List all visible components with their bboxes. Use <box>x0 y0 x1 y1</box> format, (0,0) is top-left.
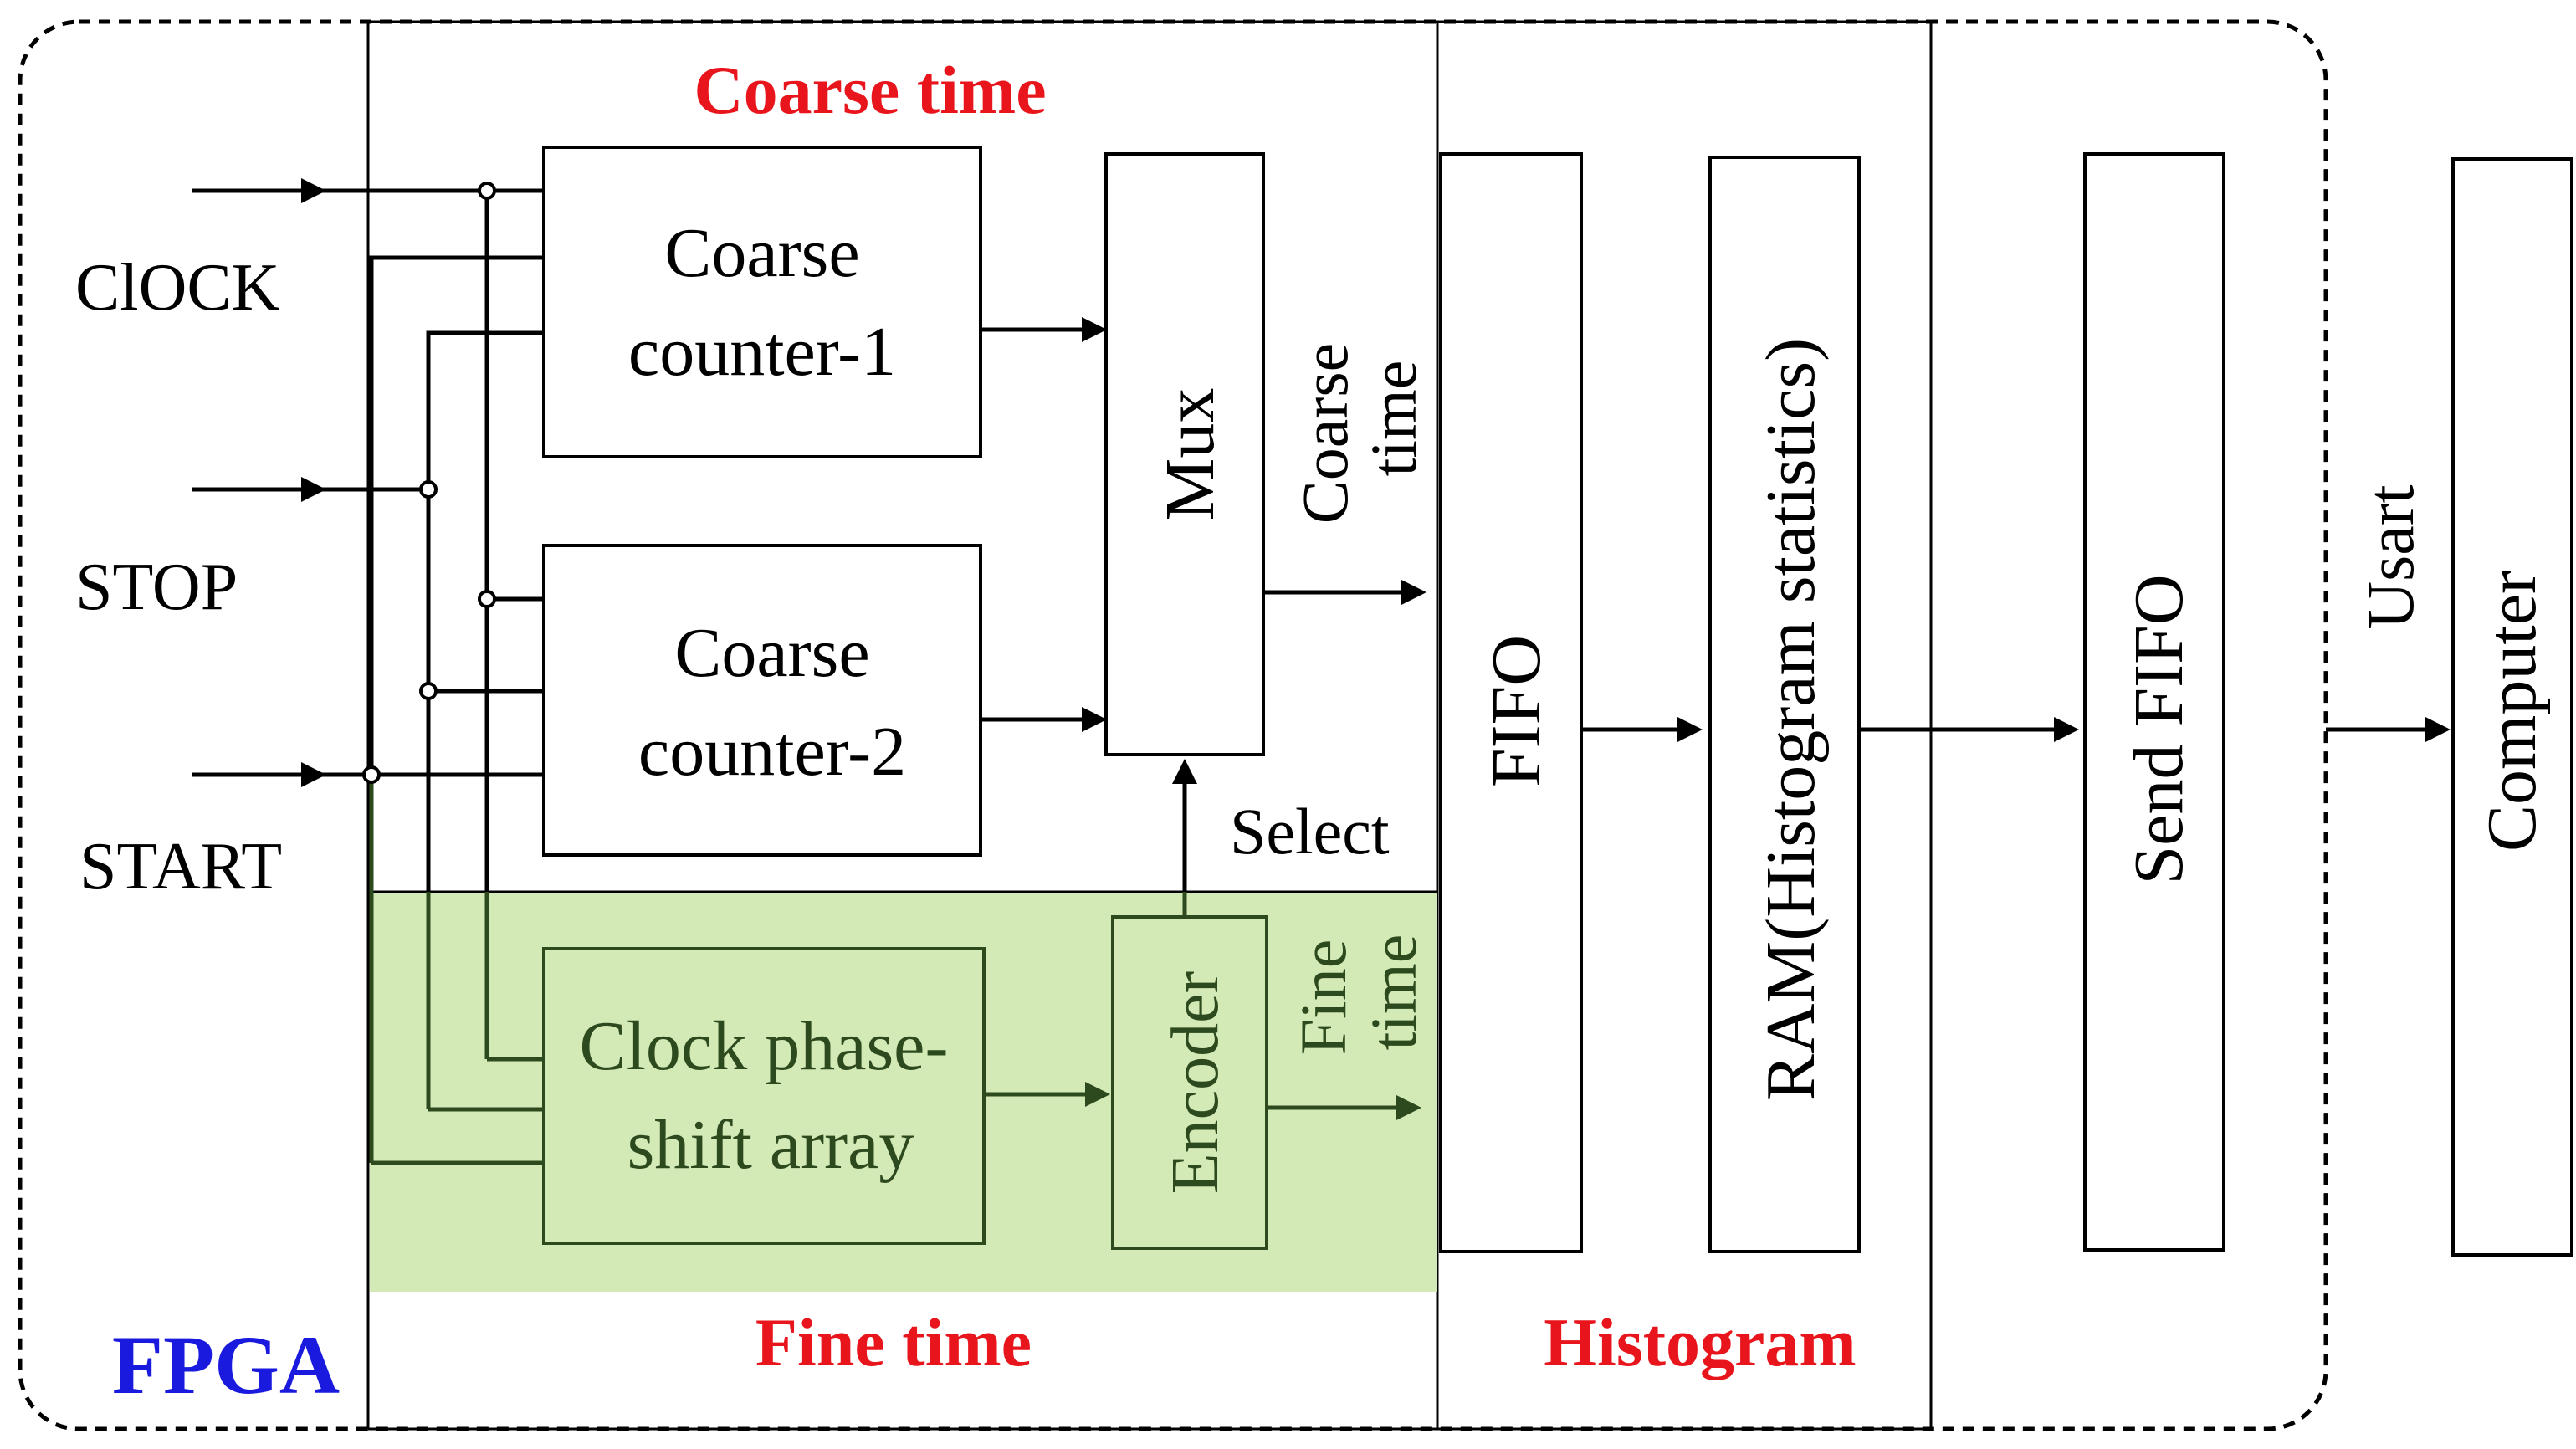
stop-distribution-wire <box>426 330 544 892</box>
send-fifo-block <box>2083 152 2225 1252</box>
coarse-counter-1-label-line1: Coarse <box>664 214 859 292</box>
coarse-counter-2-block <box>542 544 982 857</box>
mux-block <box>1104 152 1265 756</box>
coarse-time-signal-line2: time <box>1357 361 1430 477</box>
coarse-time-signal-line1: Coarse <box>1288 343 1361 525</box>
computer-block <box>2451 157 2573 1257</box>
coarse-counter-2-label-line2: counter-2 <box>638 713 906 791</box>
junction-stop <box>419 480 438 499</box>
computer-label: Computer <box>2473 571 2551 852</box>
phase-shift-label-line2: shift array <box>627 1106 914 1184</box>
encoder-block <box>1111 915 1268 1250</box>
clock-input-label: ClOCK <box>75 251 280 325</box>
fine-time-signal-line1: Fine <box>1287 940 1360 1056</box>
fifo-block <box>1439 152 1583 1253</box>
junction-start <box>362 765 381 784</box>
encoder-label: Encoder <box>1159 971 1232 1195</box>
fine-time-title: Fine time <box>755 1304 1032 1380</box>
mux-label: Mux <box>1151 388 1229 521</box>
coarse-time-title: Coarse time <box>694 52 1046 128</box>
fine-time-signal-line2: time <box>1357 934 1430 1051</box>
start-input-label: START <box>79 830 282 904</box>
junction-clock-2 <box>478 590 496 608</box>
start-distribution-wire <box>369 255 544 775</box>
clock-phase-shift-array-block <box>542 947 986 1245</box>
usart-label: Usart <box>2354 484 2428 629</box>
junction-clock <box>478 182 496 200</box>
phase-shift-label-line1: Clock phase- <box>580 1007 949 1085</box>
ram-label: RAM(Histogram statistics) <box>1752 338 1830 1101</box>
coarse-counter-1-block <box>542 146 982 458</box>
histogram-title: Histogram <box>1544 1304 1856 1380</box>
ram-block <box>1708 156 1861 1253</box>
send-fifo-label: Send FIFO <box>2120 574 2198 884</box>
junction-stop-2 <box>419 682 438 700</box>
select-signal-label: Select <box>1230 795 1390 868</box>
coarse-counter-2-label-line1: Coarse <box>674 614 869 692</box>
coarse-counter-1-label-line2: counter-1 <box>628 313 896 391</box>
stop-input-label: STOP <box>75 550 238 624</box>
fifo-label: FIFO <box>1477 635 1555 787</box>
fpga-label: FPGA <box>112 1318 340 1411</box>
